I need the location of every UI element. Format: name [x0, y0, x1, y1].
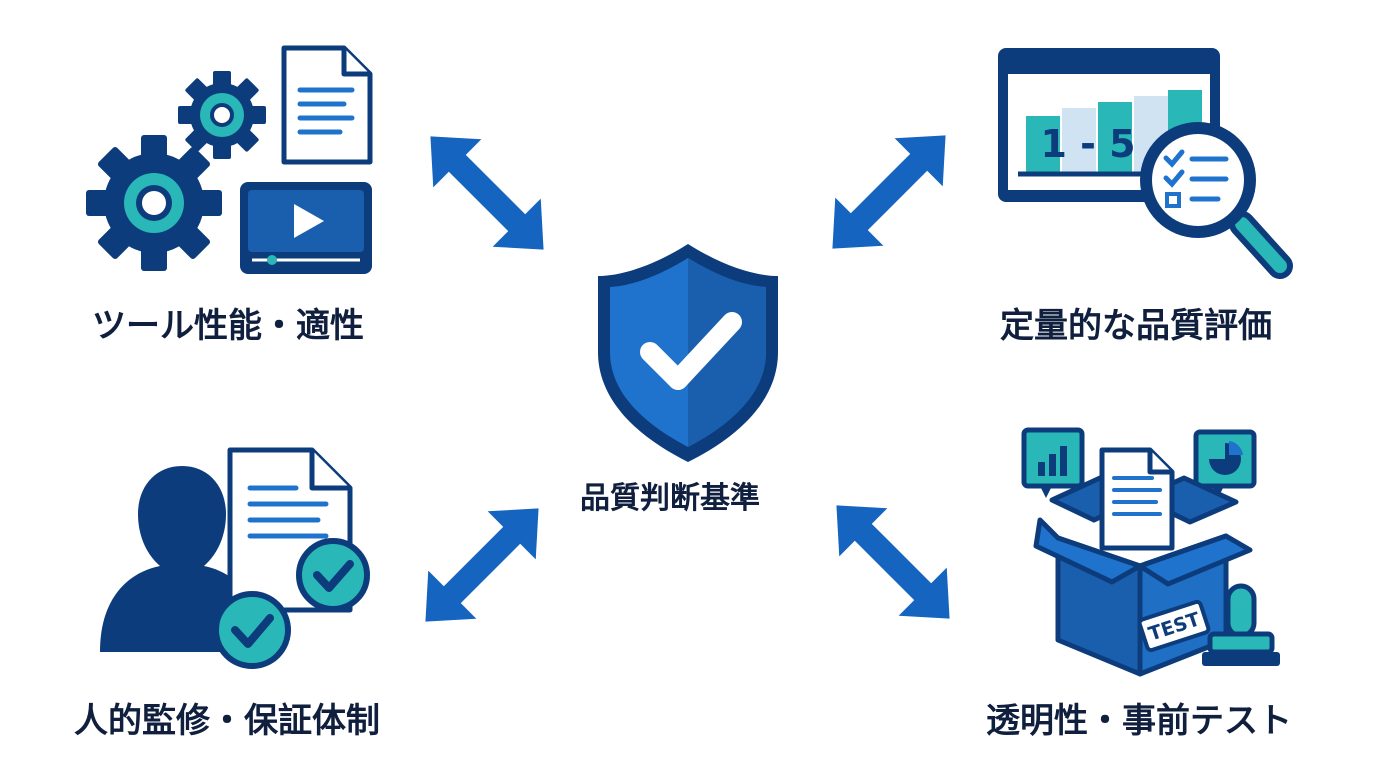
node-label-transparency-pretest: 透明性・事前テスト — [986, 701, 1292, 741]
gears-document-video-icon — [86, 45, 373, 274]
score-chart-magnifier-icon: 1 - 5 — [998, 48, 1293, 279]
node-label-human-supervision: 人的監修・保証体制 — [74, 701, 380, 741]
double-arrow-icon — [406, 112, 568, 274]
double-arrow-icon — [401, 484, 563, 646]
node-label-tool-performance: ツール性能・適性 — [92, 306, 364, 346]
person-document-check-icon — [100, 447, 370, 669]
open-box-test-stamp-icon: TEST — [1021, 427, 1280, 677]
score-range-text: 1 - 5 — [1040, 122, 1135, 166]
node-label-quantitative-evaluation: 定量的な品質評価 — [1000, 306, 1272, 346]
double-arrow-icon — [812, 481, 974, 643]
shield-check-icon — [598, 244, 778, 462]
double-arrow-icon — [808, 111, 970, 273]
center-label-quality-criteria: 品質判断基準 — [580, 481, 760, 516]
